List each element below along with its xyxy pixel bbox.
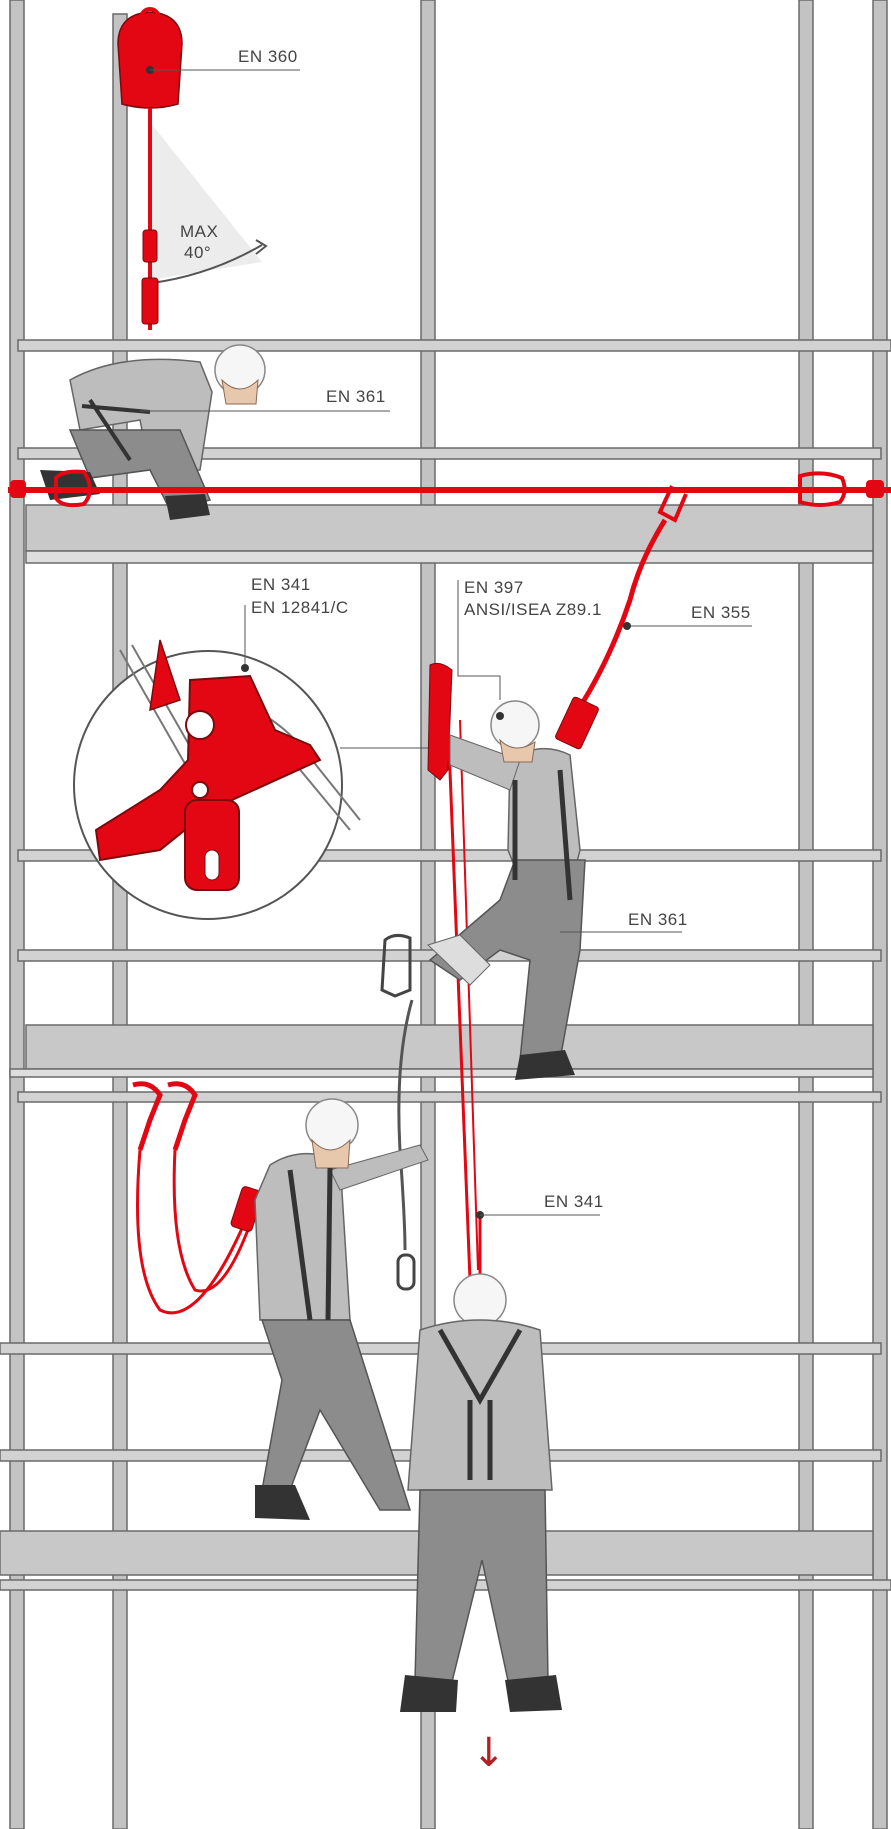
label-max-angle: MAX <box>180 222 218 242</box>
rope-grab-detail <box>74 605 440 919</box>
worker-climbing <box>428 580 682 1280</box>
twin-lanyard <box>133 1084 264 1313</box>
arrow-down-icon: ↓ <box>472 1733 506 1773</box>
label-en-360: EN 360 <box>238 47 298 67</box>
label-en-361-top: EN 361 <box>326 387 386 407</box>
worker-kneeling <box>40 345 390 520</box>
label-ansi-isea: ANSI/ISEA Z89.1 <box>464 600 602 620</box>
label-en-12841-c: EN 12841/C <box>251 598 349 618</box>
label-en-355: EN 355 <box>691 603 751 623</box>
horizontal-lifeline <box>8 472 891 506</box>
label-en-341-descender: EN 341 <box>544 1192 604 1212</box>
label-en-397: EN 397 <box>464 578 524 598</box>
label-angle-value: 40° <box>184 243 211 263</box>
label-en-341-rope-grab: EN 341 <box>251 575 311 595</box>
carabiner-sling <box>382 935 414 1289</box>
label-en-361-middle: EN 361 <box>628 910 688 930</box>
